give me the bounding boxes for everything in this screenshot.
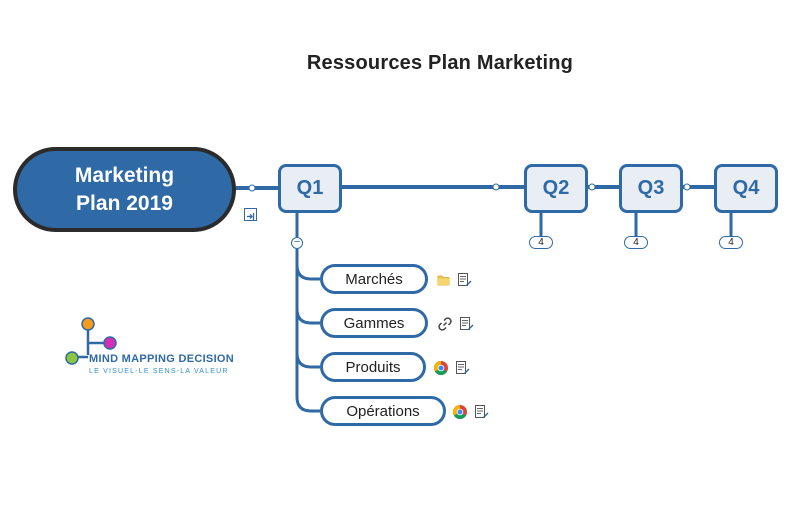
central-topic-line1: Marketing	[74, 163, 175, 187]
subtopic-produits[interactable]: Produits	[320, 352, 426, 382]
logo-tagline: LE VISUEL-LE SENS-LA VALEUR	[89, 368, 229, 375]
expand-icon[interactable]	[244, 208, 257, 221]
central-topic[interactable]: Marketing Plan 2019	[13, 147, 236, 232]
topic-q1[interactable]: Q1	[278, 164, 342, 213]
note-icon[interactable]	[454, 360, 470, 376]
note-icon[interactable]	[458, 316, 474, 332]
q4-collapsed-count-badge[interactable]: 4	[719, 236, 743, 249]
logo-name: MIND MAPPING DECISION	[89, 353, 235, 365]
subtopic-gammes[interactable]: Gammes	[320, 308, 428, 338]
q2-collapsed-count-badge[interactable]: 4	[529, 236, 553, 249]
chrome-icon[interactable]	[433, 360, 449, 376]
link-icon[interactable]	[437, 316, 453, 332]
note-icon[interactable]	[473, 404, 489, 420]
topic-q4[interactable]: Q4	[714, 164, 778, 213]
topic-q2[interactable]: Q2	[524, 164, 588, 213]
chrome-icon[interactable]	[452, 404, 468, 420]
subtopic-marches[interactable]: Marchés	[320, 264, 428, 294]
q1-collapse-button[interactable]: −	[291, 237, 303, 249]
q3-collapsed-count-badge[interactable]: 4	[624, 236, 648, 249]
note-icon[interactable]	[456, 272, 472, 288]
folder-icon[interactable]	[436, 272, 452, 288]
topic-q3[interactable]: Q3	[619, 164, 683, 213]
mind-mapping-decision-logo	[65, 317, 117, 365]
subtopic-operations[interactable]: Opérations	[320, 396, 446, 426]
map-title: Ressources Plan Marketing	[306, 52, 574, 74]
central-topic-line2: Plan 2019	[76, 191, 173, 215]
